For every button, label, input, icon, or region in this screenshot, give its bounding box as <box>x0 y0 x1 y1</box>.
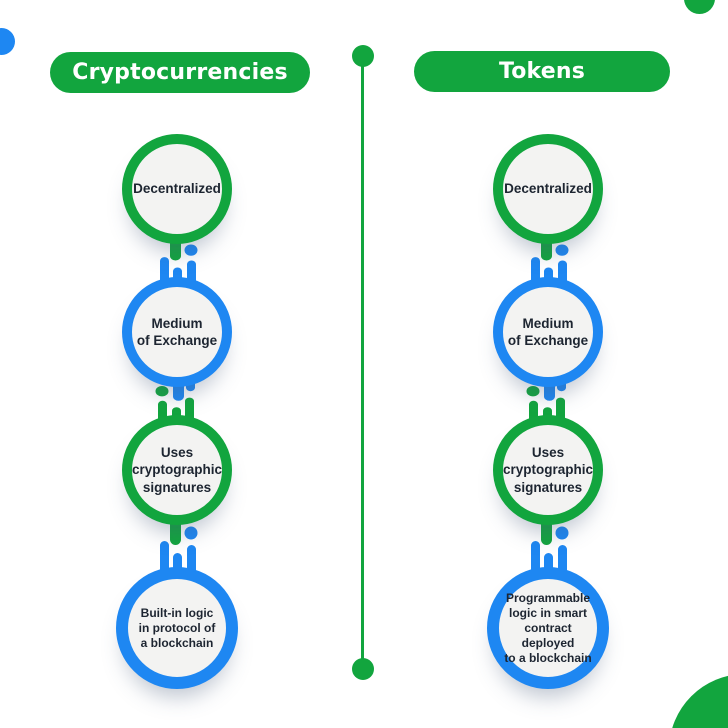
decor-green-circle-top-right <box>684 0 715 14</box>
header-pill-cryptocurrencies: Cryptocurrencies <box>50 52 310 93</box>
node-circle-medium-right: Medium of Exchange <box>493 277 603 387</box>
divider-top-dot <box>352 45 374 67</box>
node-label: Uses cryptographic signatures <box>502 445 594 495</box>
node-label: Built-in logic in protocol of a blockcha… <box>138 605 216 650</box>
node-circle-medium-left: Medium of Exchange <box>122 277 232 387</box>
node-circle-signatures-left: Uses cryptographic signatures <box>122 415 232 525</box>
divider-line <box>361 56 364 669</box>
header-label: Tokens <box>498 59 586 84</box>
header-label: Cryptocurrencies <box>72 60 288 85</box>
node-circle-signatures-right: Uses cryptographic signatures <box>493 415 603 525</box>
node-circle-decentralized-left: Decentralized <box>122 134 232 244</box>
divider-bottom-dot <box>352 658 374 680</box>
node-label: Medium of Exchange <box>507 315 589 348</box>
decor-green-circle-bottom-right <box>669 674 728 728</box>
node-label: Decentralized <box>133 181 221 197</box>
header-pill-tokens: Tokens <box>414 51 670 92</box>
node-label: Programmable logic in smart contract dep… <box>504 590 592 665</box>
node-label: Uses cryptographic signatures <box>131 445 223 495</box>
node-label: Medium of Exchange <box>136 315 218 348</box>
node-circle-decentralized-right: Decentralized <box>493 134 603 244</box>
node-circle-logic-left: Built-in logic in protocol of a blockcha… <box>116 567 238 689</box>
decor-blue-half-circle <box>0 28 15 55</box>
node-label: Decentralized <box>504 181 592 197</box>
node-circle-smart-contract-right: Programmable logic in smart contract dep… <box>487 567 609 689</box>
